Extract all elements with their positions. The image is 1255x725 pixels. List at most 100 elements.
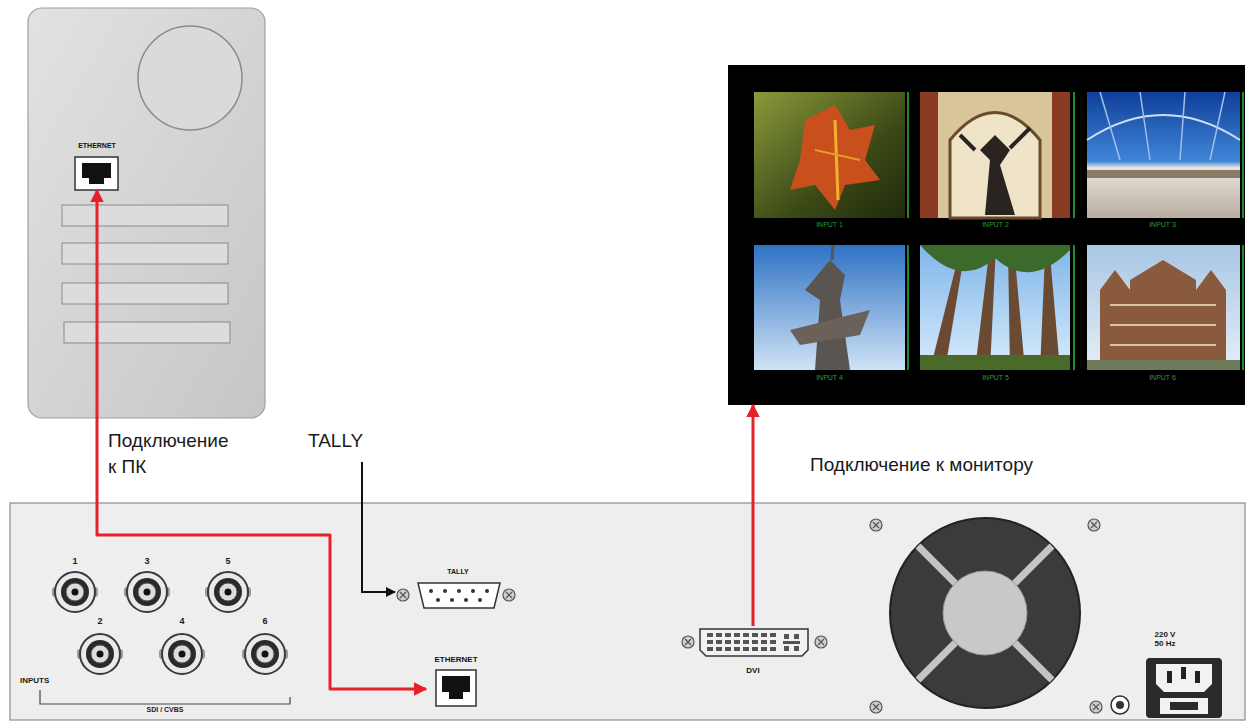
- dvi-connector: [761, 647, 767, 651]
- fan: [943, 571, 1027, 655]
- dvi-connector: [743, 640, 749, 644]
- input-bracket: [40, 690, 290, 704]
- callout-number: 5: [203, 556, 253, 566]
- input-caption: INPUT 1: [754, 221, 905, 229]
- pc-tower: [28, 8, 265, 418]
- monitor: [728, 65, 1245, 405]
- dvi-connector: [725, 640, 731, 644]
- dvi-connector: [707, 647, 713, 651]
- dvi-connector: [734, 633, 740, 637]
- power-inlet: [1116, 701, 1124, 709]
- db9-connector: [485, 589, 489, 593]
- thumbnail-arch: [960, 128, 1030, 150]
- power-inlet: [1160, 698, 1208, 714]
- dvi-connector: [725, 633, 731, 637]
- dvi-connector: [794, 646, 799, 651]
- monitor-screen: INPUT 1INPUT 2INPUT 3INPUT 4INPUT 5INPUT…: [728, 65, 1245, 405]
- dvi-connector: [707, 633, 713, 637]
- power-inlet: [1167, 671, 1172, 683]
- dvi-connector: [734, 640, 740, 644]
- thumbnail-building: [1100, 260, 1226, 370]
- db9-connector: [457, 589, 461, 593]
- thumbnail-arch: [920, 92, 1070, 218]
- bnc-connector: [205, 572, 251, 612]
- power-inlet: [1170, 702, 1198, 710]
- dvi-connector: [770, 647, 776, 651]
- db9-connector: [478, 598, 482, 602]
- pc-tower: [62, 283, 228, 304]
- fan: [870, 519, 882, 531]
- db9-connector: [397, 589, 409, 601]
- thumbnail-building: [1087, 245, 1240, 370]
- thumbnail-leaf: [790, 105, 880, 210]
- port-label: TALLY: [410, 568, 506, 576]
- dvi-connector: [716, 640, 722, 644]
- dvi-connector: [734, 647, 740, 651]
- dvi-connector: [716, 647, 722, 651]
- input-caption: INPUT 5: [920, 374, 1071, 382]
- dvi-connector: [783, 641, 800, 644]
- annotation: Подключение к монитору: [810, 452, 1033, 478]
- thumbnail-arch: [920, 92, 938, 218]
- power-inlet: [1181, 667, 1186, 679]
- dvi-connector: [761, 640, 767, 644]
- fan: [870, 518, 1102, 713]
- pc-tower: [28, 8, 265, 418]
- input-caption: INPUT 6: [1087, 374, 1238, 382]
- pc-ethernet-jack: [82, 163, 111, 184]
- dvi-connector: [743, 647, 749, 651]
- thumbnail-leaf: [754, 92, 905, 218]
- input-caption: INPUT 3: [1087, 221, 1238, 229]
- thumbnail-mall: [1100, 92, 1225, 160]
- tally-indicator: [1073, 245, 1075, 370]
- thumbnail-mall: [1087, 92, 1240, 218]
- dvi-connector: [707, 633, 800, 651]
- power-inlet: [1156, 664, 1212, 692]
- thumbnail-trees: [920, 245, 1070, 272]
- port-label: ETHERNET: [426, 655, 486, 664]
- pc-tower: [138, 26, 242, 130]
- dvi-connector: [752, 647, 758, 651]
- power-inlet: [1111, 658, 1222, 718]
- callout-number: 4: [157, 616, 207, 626]
- cable-arrow: [97, 190, 426, 689]
- tally-indicator: [1073, 92, 1075, 218]
- dvi-connector: [784, 634, 789, 639]
- thumbnail-trees: [920, 355, 1070, 370]
- thumbnail-arch: [950, 113, 1040, 219]
- db9-connector: [418, 583, 500, 608]
- thumbnail-trees: [920, 245, 1070, 370]
- dvi-connector: [682, 629, 827, 656]
- db9-connector: [436, 598, 440, 602]
- tally-indicator: [907, 92, 1244, 370]
- tally-indicator: [1242, 92, 1244, 218]
- fan: [1088, 519, 1100, 531]
- db9-connector: [443, 589, 447, 593]
- db9-connector: [464, 598, 468, 602]
- dvi-connector: [700, 629, 808, 656]
- thumbnail-building: [1087, 360, 1240, 370]
- power-inlet: [1111, 696, 1129, 714]
- port-label: DVI: [690, 666, 816, 675]
- tally-leader: [362, 462, 395, 592]
- db9-connector: [429, 589, 433, 593]
- thumbnail-arch: [1052, 92, 1070, 218]
- thumbnail-statue: [832, 245, 833, 260]
- dvi-connector: [682, 636, 694, 648]
- thumbnail-statue: [754, 245, 905, 370]
- db9-connector: [503, 589, 515, 601]
- thumbnail-leaf: [815, 150, 860, 160]
- dvi-connector: [794, 634, 799, 639]
- tally-port: TALLY: [410, 568, 506, 610]
- dvi-port: DVI: [690, 626, 816, 680]
- tally-indicator: [907, 245, 909, 370]
- callout-number: 3: [122, 556, 172, 566]
- bnc-connector: [77, 634, 123, 674]
- fan: [918, 546, 1052, 680]
- callout-number: 1: [50, 556, 100, 566]
- monitor: [728, 65, 1245, 405]
- dvi-connector: [725, 647, 731, 651]
